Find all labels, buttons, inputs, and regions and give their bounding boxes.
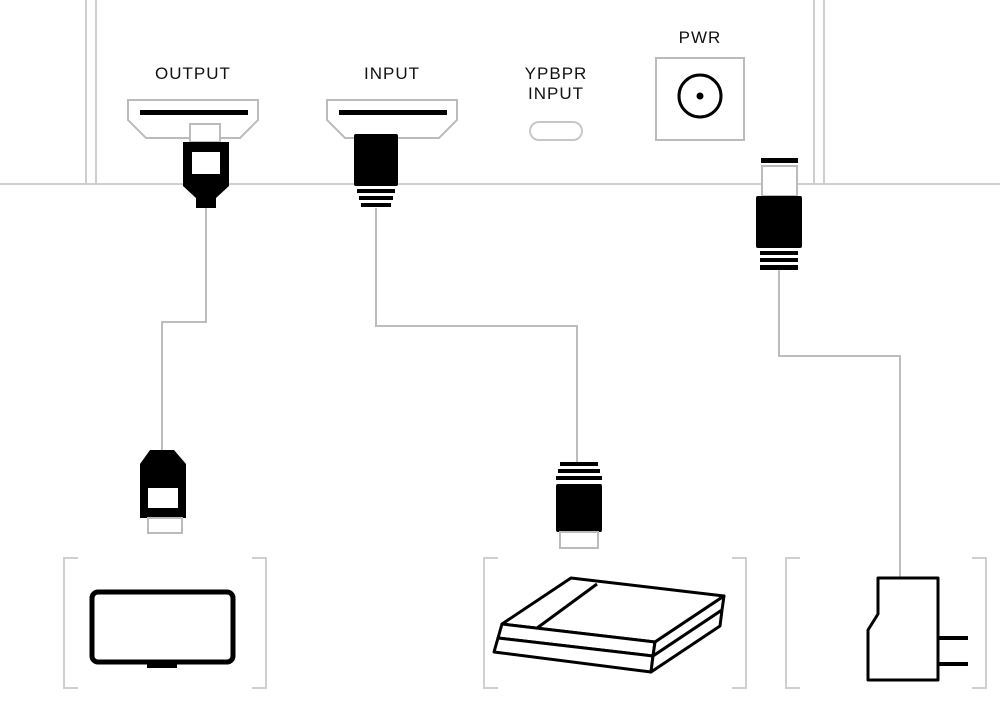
hdmi-plug-output-top [183, 123, 229, 208]
cables [161, 208, 901, 578]
input-port-label: INPUT [364, 64, 420, 83]
power-plug-top [756, 158, 802, 270]
rear-panel [0, 0, 1000, 185]
output-port-label: OUTPUT [155, 64, 231, 83]
game-console-icon [492, 576, 726, 674]
ypbpr-port[interactable] [529, 121, 583, 141]
device-brackets [63, 557, 987, 689]
ypbpr-port-label: YPBPR INPUT [500, 64, 612, 104]
cable-output-to-tv [161, 208, 207, 450]
hdmi-output-port[interactable] [127, 99, 259, 139]
tv-icon [89, 589, 236, 668]
cable-power-to-adapter [778, 270, 901, 578]
cable-input-from-console [375, 208, 578, 462]
hdmi-input-port[interactable] [326, 99, 458, 139]
power-adapter-icon [866, 576, 968, 682]
hdmi-plug-tv-end [140, 450, 186, 534]
ypbpr-label-line1: YPBPR [524, 64, 588, 83]
power-port-label: PWR [678, 28, 722, 47]
cable-plug-input-top [354, 134, 398, 207]
power-port[interactable] [655, 57, 745, 141]
cable-plug-console-end [556, 462, 602, 549]
ypbpr-label-line2: INPUT [528, 84, 584, 103]
